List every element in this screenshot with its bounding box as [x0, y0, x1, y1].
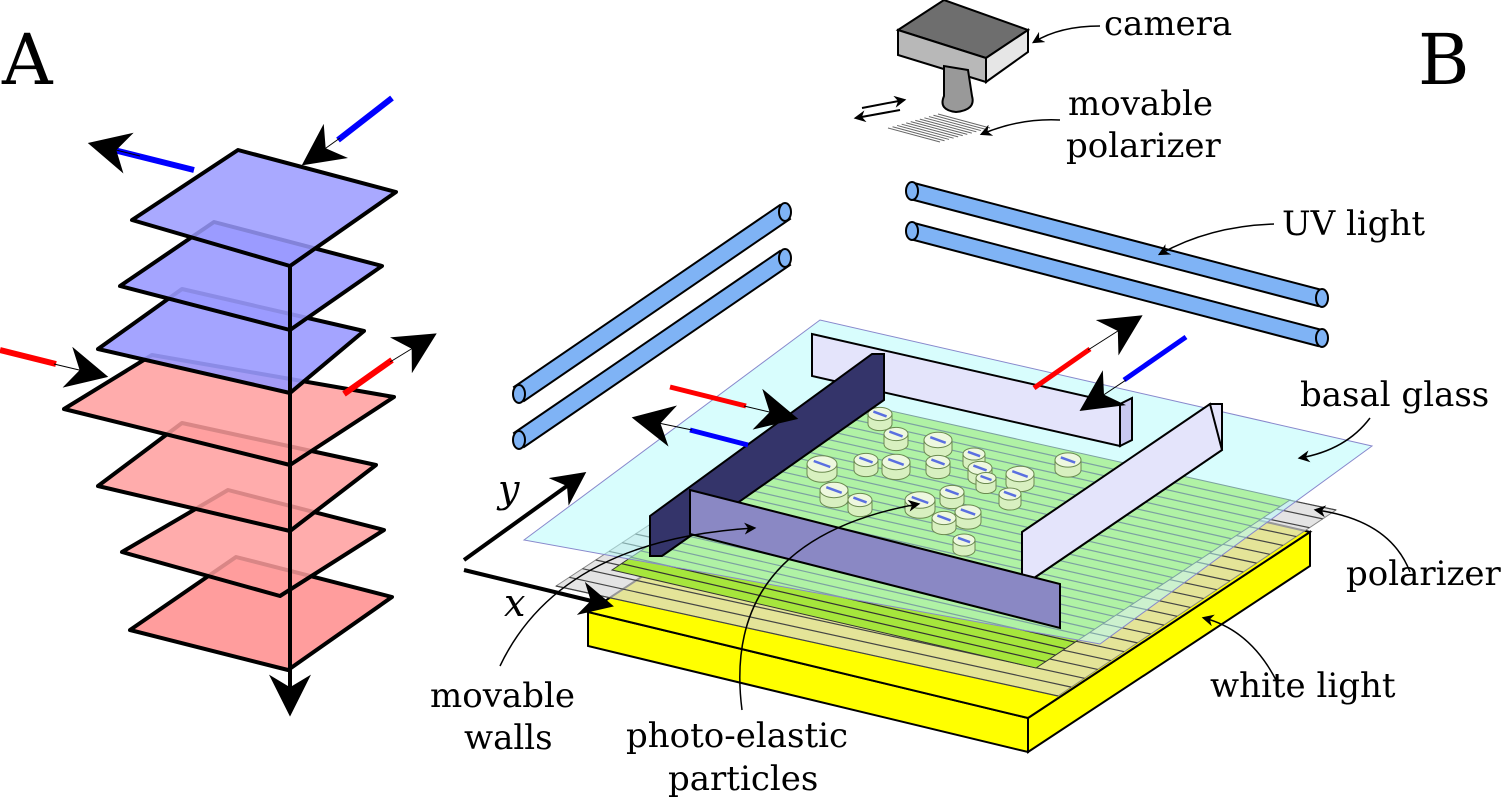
- b-blue-in-arrowhead: [1079, 370, 1127, 411]
- b-red-in-arrowhead: [743, 388, 799, 430]
- camera-polarizer-stripe: [924, 117, 977, 133]
- x-axis: [463, 568, 614, 615]
- red-layer: [120, 488, 386, 598]
- camera-polarizer-stripe: [919, 118, 972, 134]
- x-axis-label: x: [504, 581, 525, 625]
- label-particles-1: photo-elastic: [626, 716, 848, 756]
- photo-elastic-particle: [1005, 465, 1035, 493]
- uv-tube: [905, 221, 1329, 348]
- blue-out-arrowhead: [87, 132, 141, 174]
- photo-elastic-particle: [806, 455, 838, 483]
- movable-polarizer-lines: [887, 113, 991, 143]
- photo-elastic-particle: [867, 406, 893, 432]
- photo-elastic-particle: [952, 533, 976, 557]
- y-axis-label: y: [496, 467, 520, 511]
- leader-lines: [499, 25, 1411, 711]
- polarizer-stripe: [569, 576, 1072, 688]
- b-red-in-arrow: [669, 384, 747, 409]
- photo-elastic-particle: [1054, 452, 1082, 478]
- camera-polarizer-stripe: [928, 116, 982, 132]
- particles: [806, 406, 1082, 557]
- blue-in-arrow: [336, 95, 394, 143]
- photo-elastic-particle: [939, 484, 965, 510]
- red-layer: [128, 555, 394, 672]
- label-particles-2: particles: [668, 759, 818, 799]
- camera-polarizer-stripe: [901, 123, 954, 139]
- label-basal-glass: basal glass: [1300, 375, 1489, 415]
- b-blue-out-arrow: [689, 427, 749, 448]
- blue-layer: [130, 148, 398, 268]
- uv-tube: [512, 248, 792, 450]
- movable-wall-back-end: [1119, 396, 1133, 448]
- movable-wall-front: [689, 488, 1061, 630]
- blue-in-arrowhead: [301, 123, 349, 166]
- polarizer-stripe: [555, 585, 1059, 697]
- red-layer: [62, 353, 396, 467]
- uv-tube: [905, 181, 1329, 308]
- y-axis: [462, 472, 587, 562]
- photo-elastic-particle: [975, 472, 997, 494]
- panel-label-a: A: [1, 19, 54, 101]
- labels: camera movable polarizer UV light basal …: [430, 4, 1502, 799]
- movable-wall-right-face: [1021, 402, 1224, 579]
- camera-polarizer-stripe: [933, 114, 986, 130]
- blue-layer: [96, 287, 366, 395]
- green-stripe: [621, 563, 1046, 663]
- photo-elastic-particle: [954, 504, 982, 530]
- red-in-arrowhead: [53, 346, 109, 388]
- camera-polarizer-stripe: [896, 124, 950, 140]
- photo-elastic-particle: [931, 510, 957, 536]
- photo-elastic-particle: [998, 487, 1022, 511]
- camera-polarizer-stripe: [887, 127, 941, 143]
- camera-polarizer-stripe: [915, 119, 968, 135]
- green-stripe: [630, 556, 1056, 656]
- panel-label-b: B: [1418, 19, 1469, 101]
- shift-arrows-icon: [853, 95, 907, 123]
- label-polarizer: polarizer: [1346, 554, 1502, 594]
- photo-elastic-particle: [925, 454, 951, 480]
- photo-elastic-particle: [819, 481, 849, 509]
- label-white-light: white light: [1210, 666, 1396, 706]
- label-movable-polarizer-1: movable: [1068, 84, 1213, 124]
- b-red-out-arrow: [1032, 346, 1092, 391]
- label-movable-walls-2: walls: [464, 718, 553, 758]
- red-out-arrowhead: [389, 333, 437, 374]
- camera-polarizer-stripe: [892, 126, 945, 142]
- camera-polarizer-stripe: [910, 121, 963, 137]
- uv-tubes: [512, 181, 1329, 450]
- uv-tube: [512, 202, 792, 404]
- b-blue-out-arrowhead: [631, 405, 693, 447]
- label-camera: camera: [1104, 4, 1232, 44]
- label-movable-walls-1: movable: [430, 676, 575, 716]
- photo-elastic-particle: [883, 426, 909, 452]
- camera-polarizer-stripe: [906, 122, 959, 138]
- label-uv-light: UV light: [1282, 204, 1425, 244]
- label-movable-polarizer-2: polarizer: [1066, 126, 1222, 166]
- photo-elastic-particle: [923, 431, 953, 459]
- layer-stack: [62, 148, 398, 717]
- red-out-arrow: [342, 357, 394, 397]
- b-red-out-arrowhead: [1087, 315, 1143, 356]
- photo-elastic-particle: [847, 492, 873, 518]
- photo-elastic-particle: [881, 453, 911, 481]
- photo-elastic-particle: [853, 452, 879, 478]
- camera: [895, 0, 1031, 114]
- red-in-arrow: [0, 347, 57, 367]
- b-blue-in-arrow: [1122, 334, 1188, 383]
